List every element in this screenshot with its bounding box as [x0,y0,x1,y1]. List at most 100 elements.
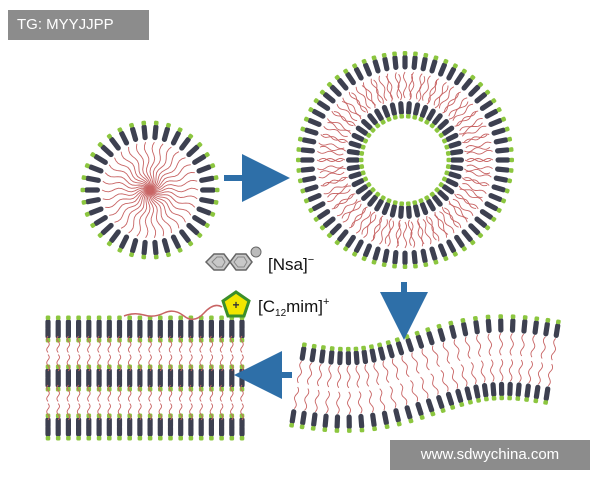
tail [87,335,91,353]
tail [421,349,430,371]
tail [168,354,173,372]
tail [240,335,244,353]
tail [46,403,50,421]
head-group [429,55,439,74]
tail [151,157,186,190]
tail [107,403,111,421]
tail [138,335,142,353]
head-group [381,248,390,268]
tail [56,403,60,421]
tail [179,384,183,402]
tail [432,345,440,367]
head-group [393,408,402,427]
tail [304,388,310,411]
tail [370,78,382,104]
head-group [198,376,204,392]
tail [361,85,376,109]
tail [453,339,461,362]
tail [433,82,447,106]
tail [518,359,523,383]
head-group [371,246,381,265]
tail [151,164,191,190]
tail [56,335,60,353]
tail [459,188,483,202]
head-group [45,425,51,441]
micelle-core [147,187,153,193]
head-group [117,234,130,253]
head-group [186,222,203,238]
head-group [296,157,315,163]
head-group [411,51,418,70]
head-group [299,342,307,361]
head-group [196,206,216,217]
head-group [303,116,322,127]
tail [151,187,199,193]
head-group [55,376,61,392]
head-group [117,127,130,146]
tail [357,391,363,414]
tail [350,206,368,228]
tail [56,354,60,372]
head-group [219,376,225,392]
head-group [438,243,449,262]
head-group [498,381,505,401]
tail [331,194,354,210]
head-group [474,216,491,231]
head-group [361,243,372,262]
tail [373,363,380,386]
head-group [495,157,514,163]
head-group [488,116,507,127]
tail [189,403,193,421]
tail [179,335,183,353]
head-group [424,108,436,125]
head-group [322,413,329,433]
tail [209,403,214,421]
tail [420,376,429,399]
tail [466,164,493,170]
tail [372,215,384,241]
tail [150,146,172,189]
cation-label: [C12mim]+ [258,296,329,319]
watermark-bottom: www.sdwychina.com [390,440,590,470]
head-group [392,250,399,269]
tail [411,352,420,374]
head-group [491,184,510,194]
head-group [188,425,194,441]
head-group [371,55,381,74]
tail [452,198,474,216]
head-group [444,170,462,180]
head-group [436,394,446,413]
head-group [441,132,459,144]
head-group [381,198,392,216]
tail [150,143,164,189]
tail [379,219,388,245]
head-group [239,425,245,441]
tail [219,354,224,372]
tail [509,333,514,356]
tail [127,403,132,421]
head-group [116,376,123,392]
head-group [147,327,153,343]
head-group [493,136,513,145]
head-group [308,201,326,213]
tail [368,390,374,413]
tail [391,358,400,381]
head-group [533,384,541,404]
head-group [493,175,513,184]
tail [434,211,449,235]
head-group [473,384,482,403]
head-group [434,187,449,201]
head-group [300,126,319,136]
tail [401,355,410,378]
tail [189,354,193,372]
head-group [429,191,443,207]
head-group [141,239,148,260]
tail [230,384,234,402]
tail [333,193,356,209]
tail [76,384,81,402]
head-group [454,68,467,86]
tail [107,354,111,372]
tail [87,354,91,372]
tail [438,86,455,109]
head-group [351,176,369,188]
